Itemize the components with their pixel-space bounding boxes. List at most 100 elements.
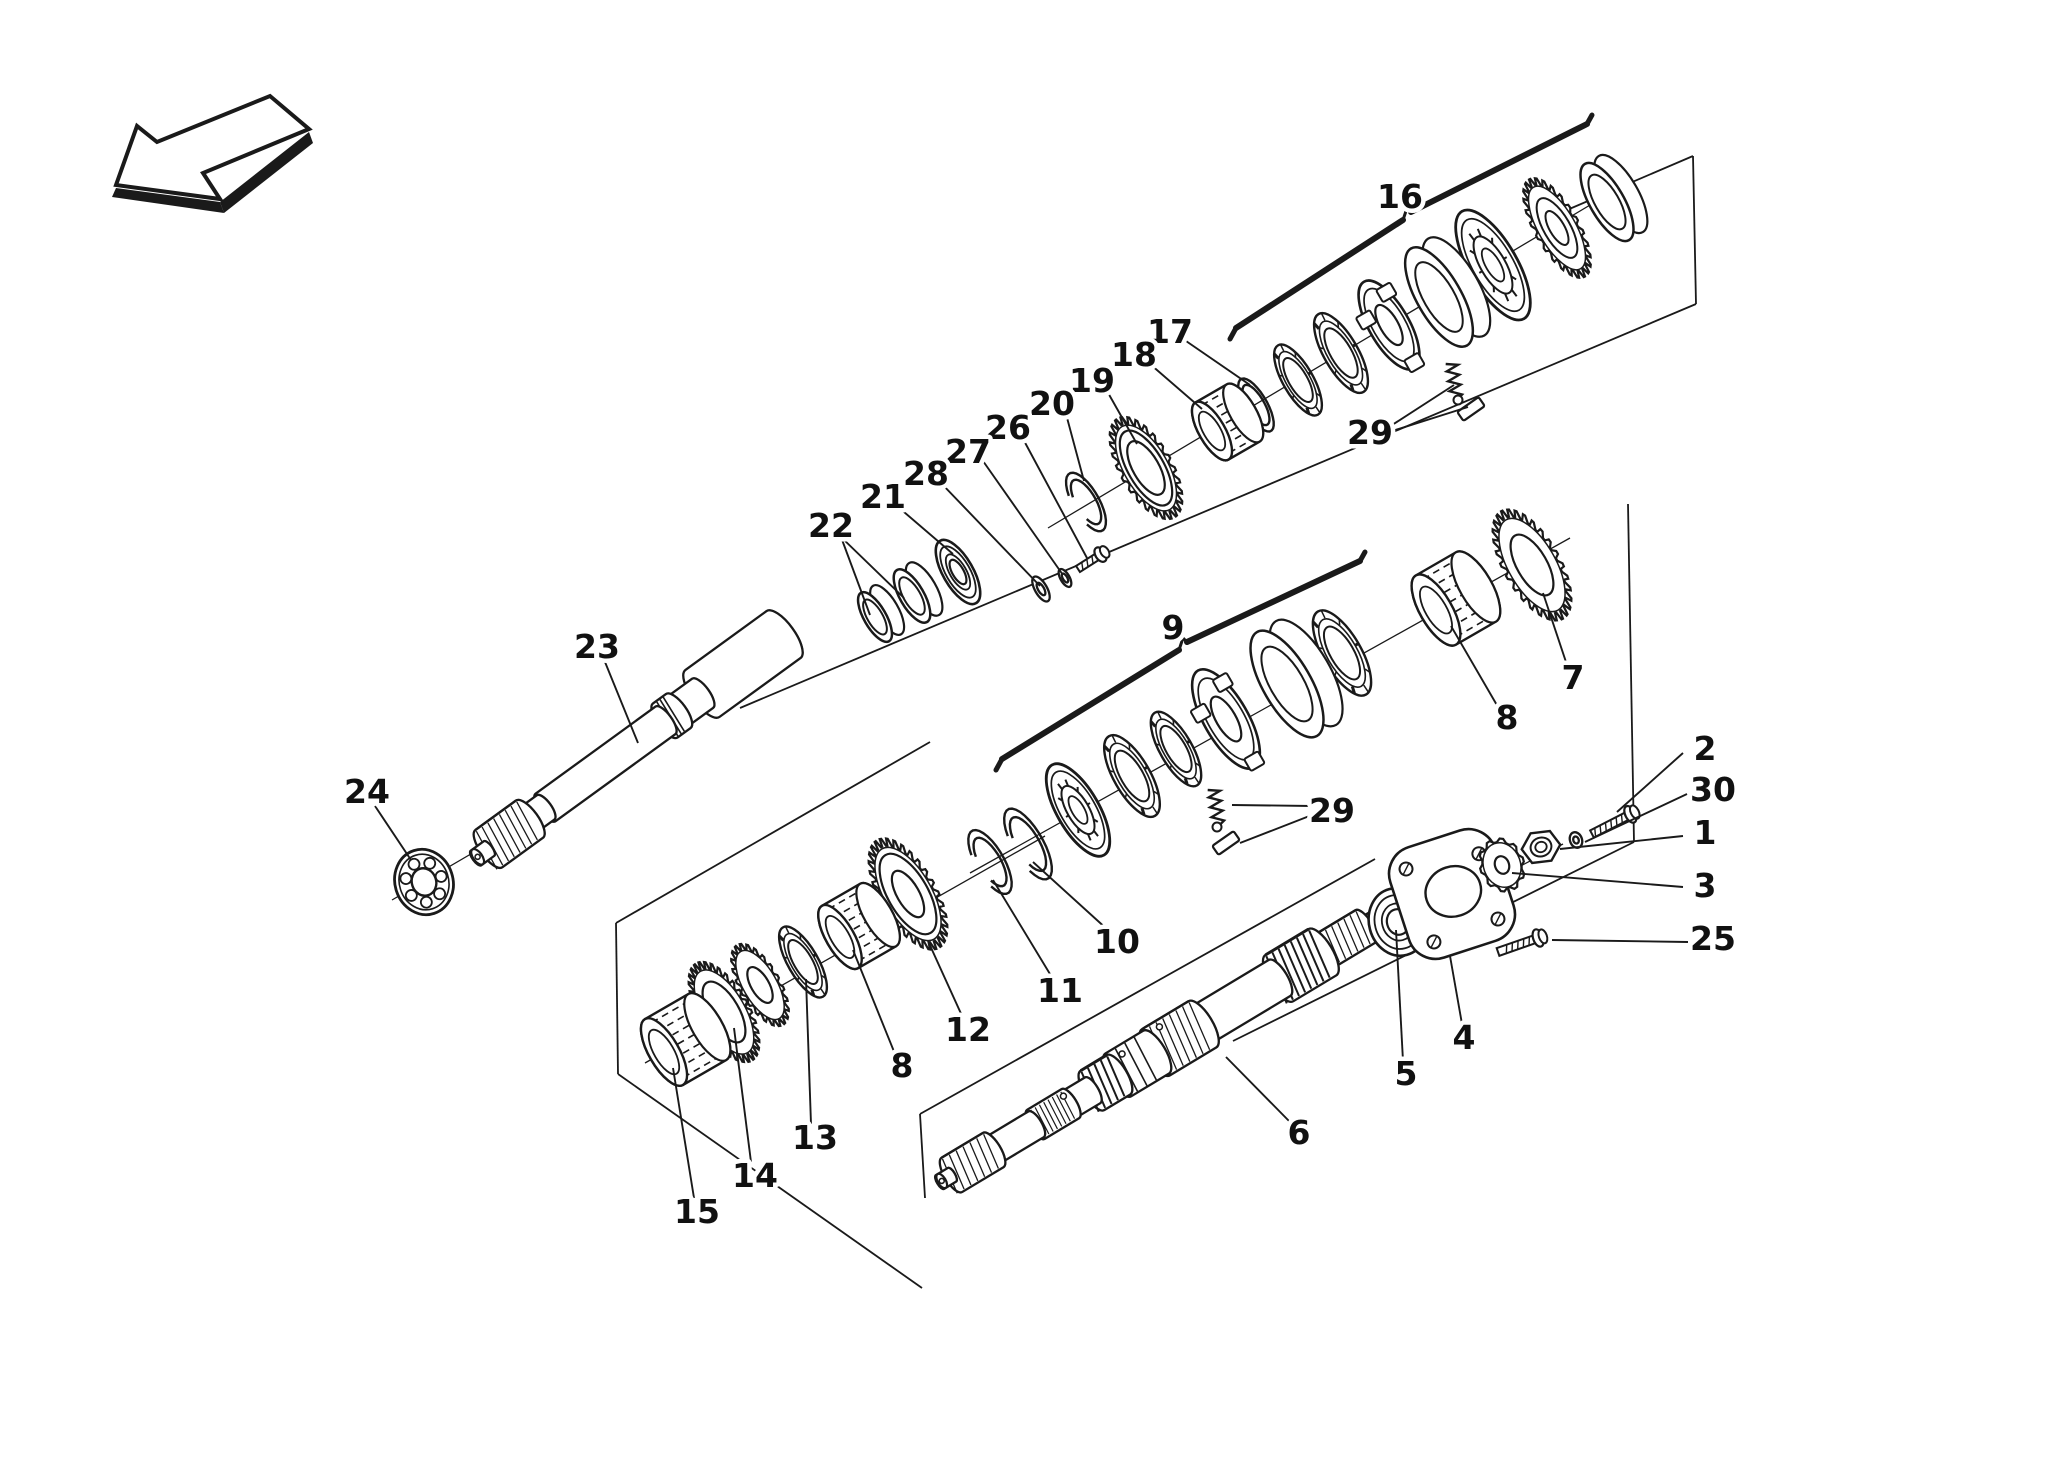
part-bolt-25 [1495,928,1549,958]
part-ball-bearing-21 [934,538,982,606]
callout-label-30: 30 [1690,770,1736,809]
leader-line-29 [1388,384,1455,428]
panel-outline-line [919,1113,926,1199]
leader-line-29 [1388,406,1469,433]
group-bracket-16 [1227,112,1595,342]
part-hub-16c [1355,279,1426,373]
part-synchro-ring-13 [777,925,829,999]
callout-label-24: 24 [344,772,390,811]
callout-label-3: 3 [1694,866,1717,905]
group-brackets [993,112,1595,773]
part-synchro-ring-9f [1311,609,1373,697]
part-sliding-sleeve-16d [1403,236,1492,348]
leader-line-14 [733,1027,752,1163]
leader-line-4 [1449,955,1463,1025]
part-pawl-29-bottom [1211,830,1241,856]
callout-label-7: 7 [1562,658,1585,697]
leader-line-21 [896,505,954,555]
diagram-canvas: 1691718192026272821222324297823013252910… [112,93,1741,1289]
part-spring-29-top [1443,362,1465,401]
part-spring-29-bottom [1205,788,1227,827]
part-needle-bearing-18 [1190,382,1265,462]
part-sliding-sleeve-9e [1249,618,1344,739]
callout-label-9: 9 [1162,608,1185,647]
part-main-shaft-23 [468,609,804,870]
part-hub-9d [1190,667,1266,772]
part-pawl-29-top [1456,396,1486,422]
callout-label-4: 4 [1453,1018,1476,1057]
panel-outline-line [617,1073,923,1289]
leader-line-7 [1542,592,1568,666]
part-needle-bearing-8-mid [1410,550,1502,647]
leader-line-18 [1149,363,1203,410]
leader-line-29 [1231,804,1313,807]
leader-line-12 [927,940,964,1019]
leader-line-22 [840,536,905,599]
part-synchro-ring-16b [1312,311,1370,395]
part-lay-shaft-6 [933,908,1385,1194]
bracket-line [999,647,1182,762]
part-ball-29-top [1452,394,1464,406]
part-end-collar-16g [1579,153,1649,243]
part-gear-7 [1491,508,1573,622]
part-nut-1 [1520,829,1562,865]
parts-layer [393,153,1649,1194]
leader-line-26 [1021,436,1088,559]
part-gear-12 [867,837,949,951]
callout-label-25: 25 [1690,919,1736,958]
part-pinion-gear-3 [1478,837,1526,893]
bracket-line [1233,217,1406,331]
direction-arrow-shadow [112,188,224,213]
part-lock-ring-22b [892,561,944,624]
callout-label-22: 22 [808,506,854,545]
callout-label-16: 16 [1377,177,1423,216]
callout-label-29: 29 [1347,413,1393,452]
part-snap-ring-17 [1237,377,1275,433]
part-ball-29-bottom [1211,821,1223,833]
leader-lines [374,340,1689,1199]
callout-label-18: 18 [1111,335,1157,374]
callout-label-17: 17 [1147,312,1193,351]
part-bolt-26 [1074,545,1111,574]
panel-outline-line [615,922,619,1075]
callout-label-21: 21 [860,477,906,516]
callout-label-20: 20 [1029,384,1075,423]
direction-arrow [112,93,313,213]
leader-line-24 [374,805,412,861]
callout-label-14: 14 [732,1156,778,1195]
callout-label-23: 23 [574,627,620,666]
callout-label-11: 11 [1037,971,1083,1010]
leader-line-30 [1584,793,1688,843]
panel-outline-line [1692,155,1697,305]
bracket-end-tick [1357,549,1368,564]
bracket-end-tick [993,756,1005,773]
callout-label-12: 12 [945,1010,991,1049]
group-bracket-9 [993,549,1368,773]
part-splined-hub-9a [1044,762,1112,858]
leader-line-8 [1450,625,1499,708]
part-synchro-ring-9c [1149,710,1203,788]
bracket-end-tick [1584,112,1595,127]
part-synchro-ring-16a [1272,343,1324,417]
callout-labels: 1691718192026272821222324297823013252910… [340,173,1741,1236]
leader-line-17 [1185,340,1251,386]
leader-line-19 [1106,390,1138,445]
part-synchro-hub-16e [1454,208,1532,322]
part-synchro-ring-9b [1103,733,1161,819]
part-gear-19 [1108,415,1184,521]
part-snap-ring-11 [967,828,1013,895]
leader-line-20 [1065,413,1085,482]
part-needle-bearing-15 [639,992,732,1087]
leader-line-22 [840,536,871,616]
callout-label-8: 8 [891,1046,914,1085]
panel-outlines [615,155,1697,1289]
part-washer-30 [1568,831,1584,849]
callout-label-13: 13 [792,1118,838,1157]
callout-label-26: 26 [985,408,1031,447]
part-needle-bearing-8-left [817,881,901,971]
leader-line-28 [940,482,1041,587]
leader-line-2 [1616,752,1684,813]
leader-line-13 [805,978,812,1125]
part-ball-bearing-24 [393,847,455,917]
